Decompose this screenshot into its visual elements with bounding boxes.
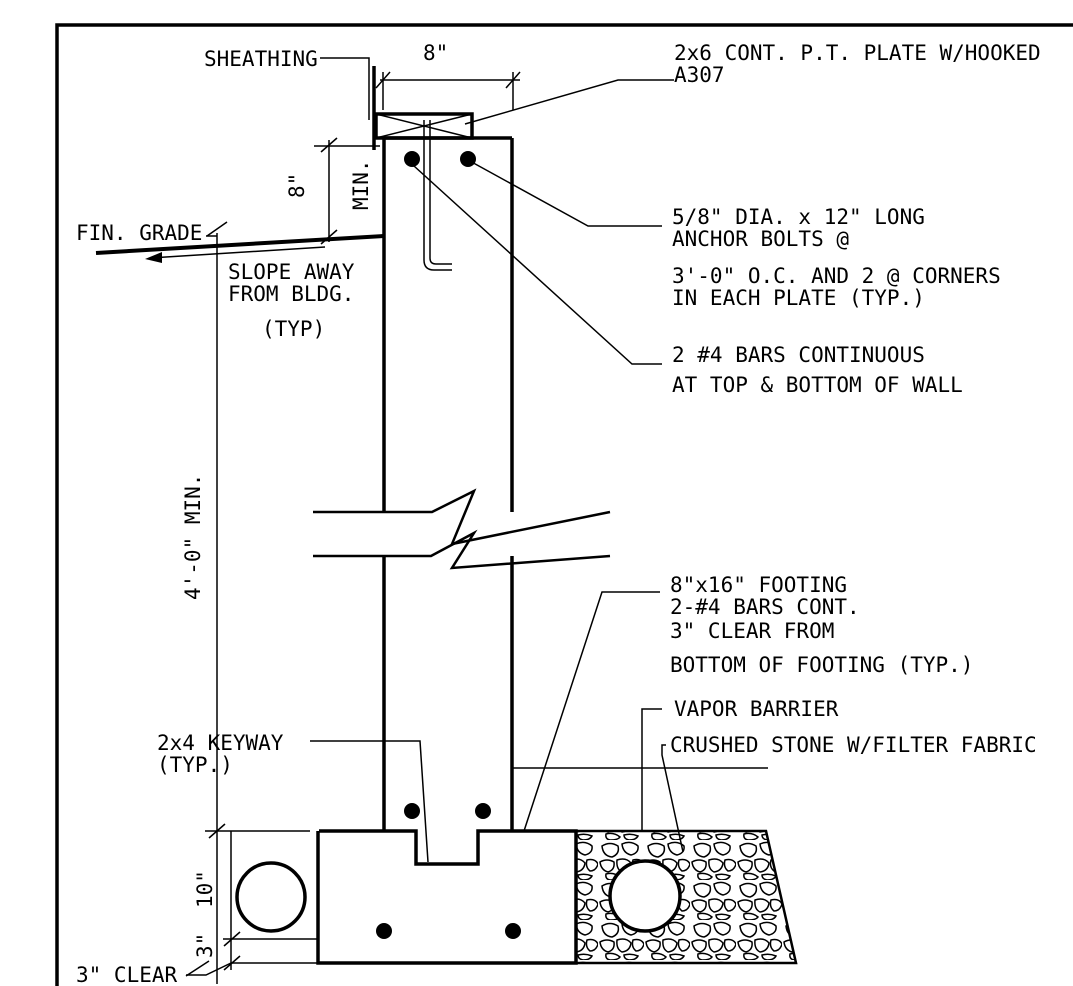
label-footing-line-4: BOTTOM OF FOOTING (TYP.) [670,653,973,677]
label-bar-clearance: 3" [193,933,217,958]
footing [316,829,578,965]
label-sheathing: SHEATHING [204,47,318,71]
wall-break-line [313,488,611,570]
anchor-bolt [423,120,452,271]
wall-height-dimension [205,221,310,984]
footing-bar-left [376,923,392,939]
slope-arrow-shaft [149,246,326,259]
label-keyway-line-2: (TYP.) [157,753,233,777]
footing-depth-dimension [223,831,318,971]
label-anchor-bolts-line-1: 5/8" DIA. x 12" LONG [672,205,925,229]
anchor-bolt-hook [429,120,452,265]
label-slope-line-1: SLOPE AWAY [228,260,355,284]
wall-bottom-bar-right [475,803,491,819]
slope-arrow-head [145,252,162,263]
label-bars-line-1: 2 #4 BARS CONTINUOUS [672,343,925,367]
label-fin-grade: FIN. GRADE [76,221,202,245]
drawing-border [55,23,1073,986]
label-footing-line-1: 8"x16" FOOTING [670,573,847,597]
top-bar-right [460,151,476,167]
wall-bottom-bar-left [404,803,420,819]
label-plate-line-2: A307 [674,63,725,87]
label-keyway-line-1: 2x4 KEYWAY [157,731,284,755]
label-anchor-bolts-line-4: IN EACH PLATE (TYP.) [672,286,925,310]
label-slope-line-3: (TYP) [262,317,325,341]
label-grade-clearance-min: MIN. [349,159,373,210]
label-slope-line-2: FROM BLDG. [228,282,354,306]
label-anchor-bolts-line-2: ANCHOR BOLTS @ [672,227,849,251]
footing-bar-right [505,923,521,939]
drain-pipe-inside [235,861,307,933]
top-bar-left [404,151,420,167]
label-grade-clearance: 8" [285,173,309,198]
label-plate-width: 8" [423,41,448,65]
label-wall-height: 4'-0" MIN. [181,474,205,600]
concrete-wall [382,136,514,831]
label-vapor-barrier: VAPOR BARRIER [674,697,839,721]
grade-clearance-dimension [314,137,380,245]
label-plate-line-1: 2x6 CONT. P.T. PLATE W/HOOKED [674,41,1041,65]
plate-width-dimension [375,71,521,110]
label-bars-line-2: AT TOP & BOTTOM OF WALL [672,373,963,397]
label-footing-depth: 10" [193,870,217,908]
label-crushed-stone: CRUSHED STONE W/FILTER FABRIC [670,733,1037,757]
label-clear: 3" CLEAR [76,963,178,986]
finish-grade-line [95,234,385,255]
label-footing-line-3: 3" CLEAR FROM [670,619,834,643]
leader-lines [185,57,768,977]
drain-pipe-outside [608,859,682,933]
label-anchor-bolts-line-3: 3'-0" O.C. AND 2 @ CORNERS [672,264,1001,288]
label-footing-line-2: 2-#4 BARS CONT. [670,595,860,619]
